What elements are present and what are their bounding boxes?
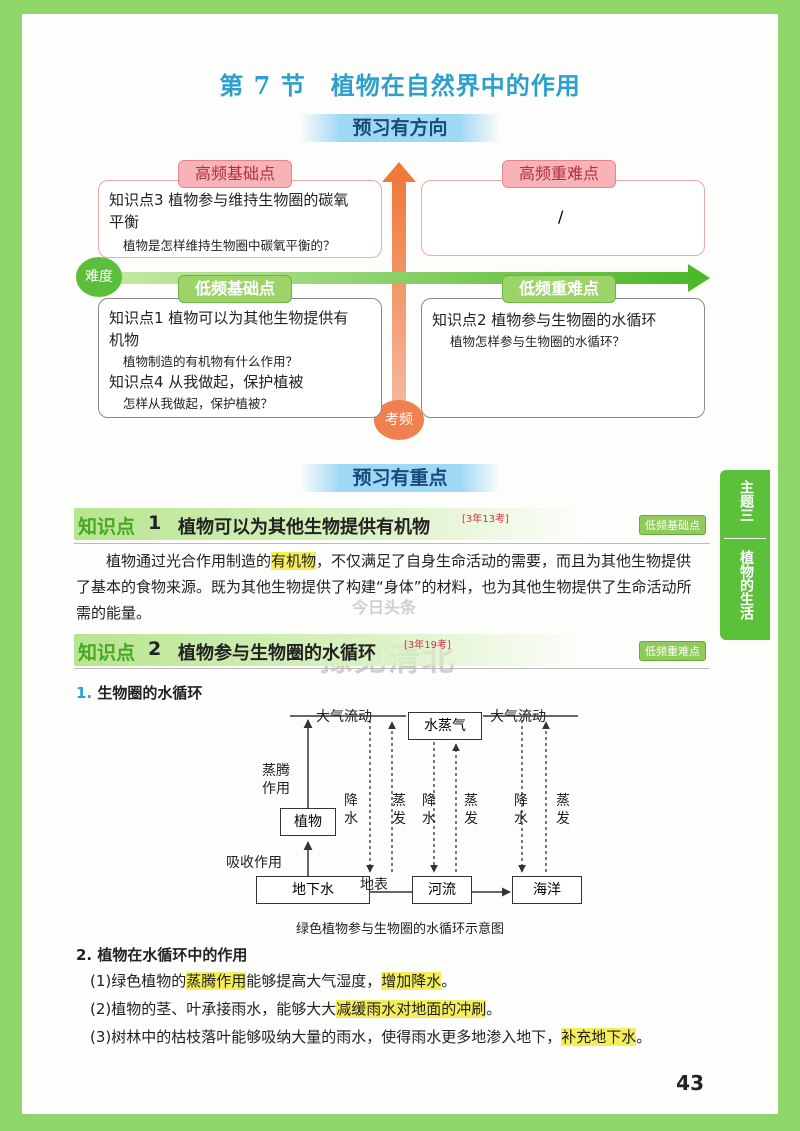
side-tab-chapter: 植物的生活 — [738, 550, 754, 620]
item2-c: 。 — [486, 1000, 502, 1018]
kp1-frequency-badge: 低频基础点 — [639, 515, 706, 535]
low-frequency-basic-tag: 低频基础点 — [178, 275, 292, 303]
rain-label-3a: 降 — [514, 793, 528, 809]
kp2-preview: 知识点2 植物参与生物圈的水循环 — [432, 311, 657, 329]
vertical-axis-bar — [392, 180, 406, 410]
kp1-para-highlight: 有机物 — [271, 552, 317, 570]
river-box: 河流 — [412, 876, 472, 904]
kp1-preview-line-1: 知识点1 植物可以为其他生物提供有 — [109, 309, 349, 327]
section1-heading: 1. 生物圈的水循环 — [76, 682, 202, 703]
section2-heading: 2. 植物在水循环中的作用 — [76, 946, 248, 964]
section1-title: 生物圈的水循环 — [97, 684, 203, 702]
kp1-para-start: 植物通过光合作用制造的 — [106, 552, 272, 570]
page-title: 第 7 节 植物在自然界中的作用 — [219, 71, 581, 100]
kp4-preview: 知识点4 从我做起，保护植被 — [109, 373, 304, 391]
high-hard-empty-mark: / — [558, 207, 564, 226]
evap-label-3a: 蒸 — [556, 793, 570, 809]
item3-a: (3)树林中的枯枝落叶能够吸纳大量的雨水，使得雨水更多地渗入地下， — [90, 1028, 562, 1046]
evap-label-2b: 发 — [464, 811, 478, 827]
transpiration-label-2: 作用 — [262, 781, 290, 797]
vapor-box: 水蒸气 — [408, 712, 482, 740]
kp3-line-1: 知识点3 植物参与维持生物圈的碳氧 — [109, 191, 349, 209]
transpiration-label-1: 蒸腾 — [262, 763, 290, 779]
kp1-number: 1 — [148, 512, 162, 534]
evap-label-2a: 蒸 — [464, 793, 478, 809]
evap-label-3b: 发 — [556, 811, 570, 827]
item3-highlight: 补充地下水 — [561, 1028, 637, 1046]
section2-item-1: (1)绿色植物的蒸腾作用能够提高大气湿度，增加降水。 — [90, 970, 456, 991]
watermark-line-1: 今日头条 — [352, 598, 417, 617]
page-number: 43 — [676, 1071, 704, 1095]
ocean-box: 海洋 — [512, 876, 582, 904]
water-cycle-diagram — [290, 715, 578, 897]
kp1-paragraph: 植物通过光合作用制造的有机物，不仅满足了自身生命活动的需要，而且为其他生物提供了… — [76, 548, 706, 626]
vertical-axis-arrowhead — [382, 162, 416, 182]
kp2-number: 2 — [148, 638, 162, 660]
kp1-preview-line-2: 机物 — [109, 331, 140, 349]
rain-label-3b: 水 — [514, 811, 528, 827]
item2-highlight: 减缓雨水对地面的冲刷 — [336, 1000, 487, 1018]
section2-item-2: (2)植物的茎、叶承接雨水，能够大大减缓雨水对地面的冲刷。 — [90, 998, 501, 1019]
item3-c: 。 — [636, 1028, 652, 1046]
rain-label-1b: 水 — [344, 811, 358, 827]
surface-label: 地表 — [360, 877, 388, 893]
low-frequency-hard-tag: 低频重难点 — [502, 275, 616, 303]
kp2-divider — [74, 668, 710, 669]
item1-c: 。 — [441, 972, 457, 990]
side-tab-theme: 主题三 — [738, 480, 754, 522]
kp2-preview-question: 植物怎样参与生物圈的水循环？ — [450, 334, 626, 349]
kp4-preview-question: 怎样从我做起，保护植被？ — [123, 396, 274, 411]
item1-highlight-1: 蒸腾作用 — [186, 972, 247, 990]
kp1-title: 植物可以为其他生物提供有机物 — [178, 517, 430, 538]
frequency-axis-label: 考频 — [374, 400, 424, 440]
difficulty-axis-label: 难度 — [76, 257, 122, 297]
kp3-question: 植物是怎样维持生物圈中碳氧平衡的？ — [123, 238, 336, 253]
kp1-header: 知识点 1 植物可以为其他生物提供有机物 [3年13考] 低频基础点 — [74, 508, 710, 540]
high-frequency-basic-box: 知识点3 植物参与维持生物圈的碳氧 平衡 植物是怎样维持生物圈中碳氧平衡的？ — [98, 180, 382, 258]
high-frequency-basic-tag: 高频基础点 — [178, 160, 292, 188]
low-frequency-hard-box: 知识点2 植物参与生物圈的水循环 植物怎样参与生物圈的水循环？ — [421, 298, 705, 418]
absorption-label: 吸收作用 — [226, 855, 282, 871]
high-frequency-hard-tag: 高频重难点 — [502, 160, 616, 188]
item2-a: (2)植物的茎、叶承接雨水，能够大大 — [90, 1000, 337, 1018]
high-frequency-hard-box: / — [421, 180, 705, 256]
kp2-title: 植物参与生物圈的水循环 — [178, 643, 376, 664]
horizontal-axis-arrowhead — [688, 264, 710, 292]
item1-b: 能够提高大气湿度， — [246, 972, 382, 990]
kp2-header: 知识点 2 植物参与生物圈的水循环 [3年19考] 低频重难点 — [74, 634, 710, 666]
atm-flow-label-right: 大气流动 — [490, 709, 546, 725]
kp2-frequency-badge: 低频重难点 — [639, 641, 706, 661]
kp1-divider — [74, 543, 710, 544]
rain-label-2b: 水 — [422, 811, 436, 827]
atm-flow-label-left: 大气流动 — [316, 709, 372, 725]
kp1-header-bg — [74, 508, 710, 540]
plant-box: 植物 — [280, 808, 336, 836]
item1-a: (1)绿色植物的 — [90, 972, 187, 990]
preview-focus-banner: 预习有重点 — [300, 464, 500, 492]
preview-direction-banner: 预习有方向 — [300, 114, 500, 142]
section1-number: 1. — [76, 684, 93, 702]
low-frequency-basic-box: 知识点1 植物可以为其他生物提供有 机物 植物制造的有机物有什么作用？ 知识点4… — [98, 298, 382, 418]
kp2-header-bg — [74, 634, 710, 666]
side-tab: 主题三 植物的生活 — [720, 470, 770, 640]
item1-highlight-2: 增加降水 — [381, 972, 442, 990]
kp1-para-rest: ，不仅满足了自身生命活动的需要，而且为其他生物提供了基本的食物来源。既为其他生物… — [76, 552, 692, 622]
rain-label-1a: 降 — [344, 793, 358, 809]
kp1-label: 知识点 — [78, 516, 136, 538]
kp2-exam-count: [3年19考] — [404, 640, 451, 651]
kp2-label: 知识点 — [78, 642, 136, 664]
rain-label-2a: 降 — [422, 793, 436, 809]
kp3-line-2: 平衡 — [109, 213, 140, 231]
kp1-exam-count: [3年13考] — [462, 514, 509, 525]
side-tab-divider — [724, 538, 766, 539]
evap-label-1a: 蒸 — [392, 793, 406, 809]
diagram-caption: 绿色植物参与生物圈的水循环示意图 — [295, 922, 504, 937]
kp1-preview-question: 植物制造的有机物有什么作用？ — [123, 354, 299, 369]
evap-label-1b: 发 — [392, 811, 406, 827]
section2-item-3: (3)树林中的枯枝落叶能够吸纳大量的雨水，使得雨水更多地渗入地下，补充地下水。 — [90, 1026, 651, 1047]
groundwater-box: 地下水 — [256, 876, 370, 904]
